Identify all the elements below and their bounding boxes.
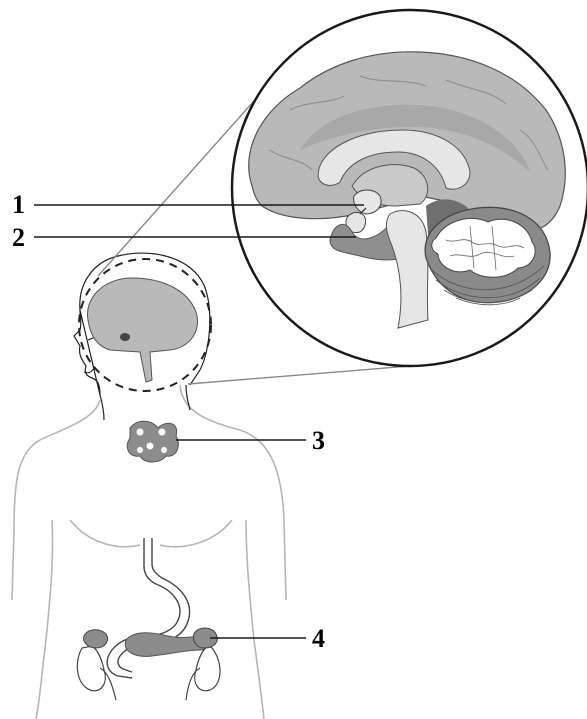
stomach xyxy=(107,538,180,678)
small-pituitary xyxy=(120,333,130,341)
left-adrenal-gland xyxy=(84,630,108,648)
head-profile xyxy=(74,253,211,420)
abdominal-organs xyxy=(77,538,220,700)
label-2: 2 xyxy=(12,223,25,252)
label-1: 1 xyxy=(12,190,25,219)
label-3: 3 xyxy=(312,426,325,455)
thyroid-gland xyxy=(127,421,178,462)
label-4: 4 xyxy=(312,624,325,653)
magnified-brain xyxy=(232,10,587,366)
